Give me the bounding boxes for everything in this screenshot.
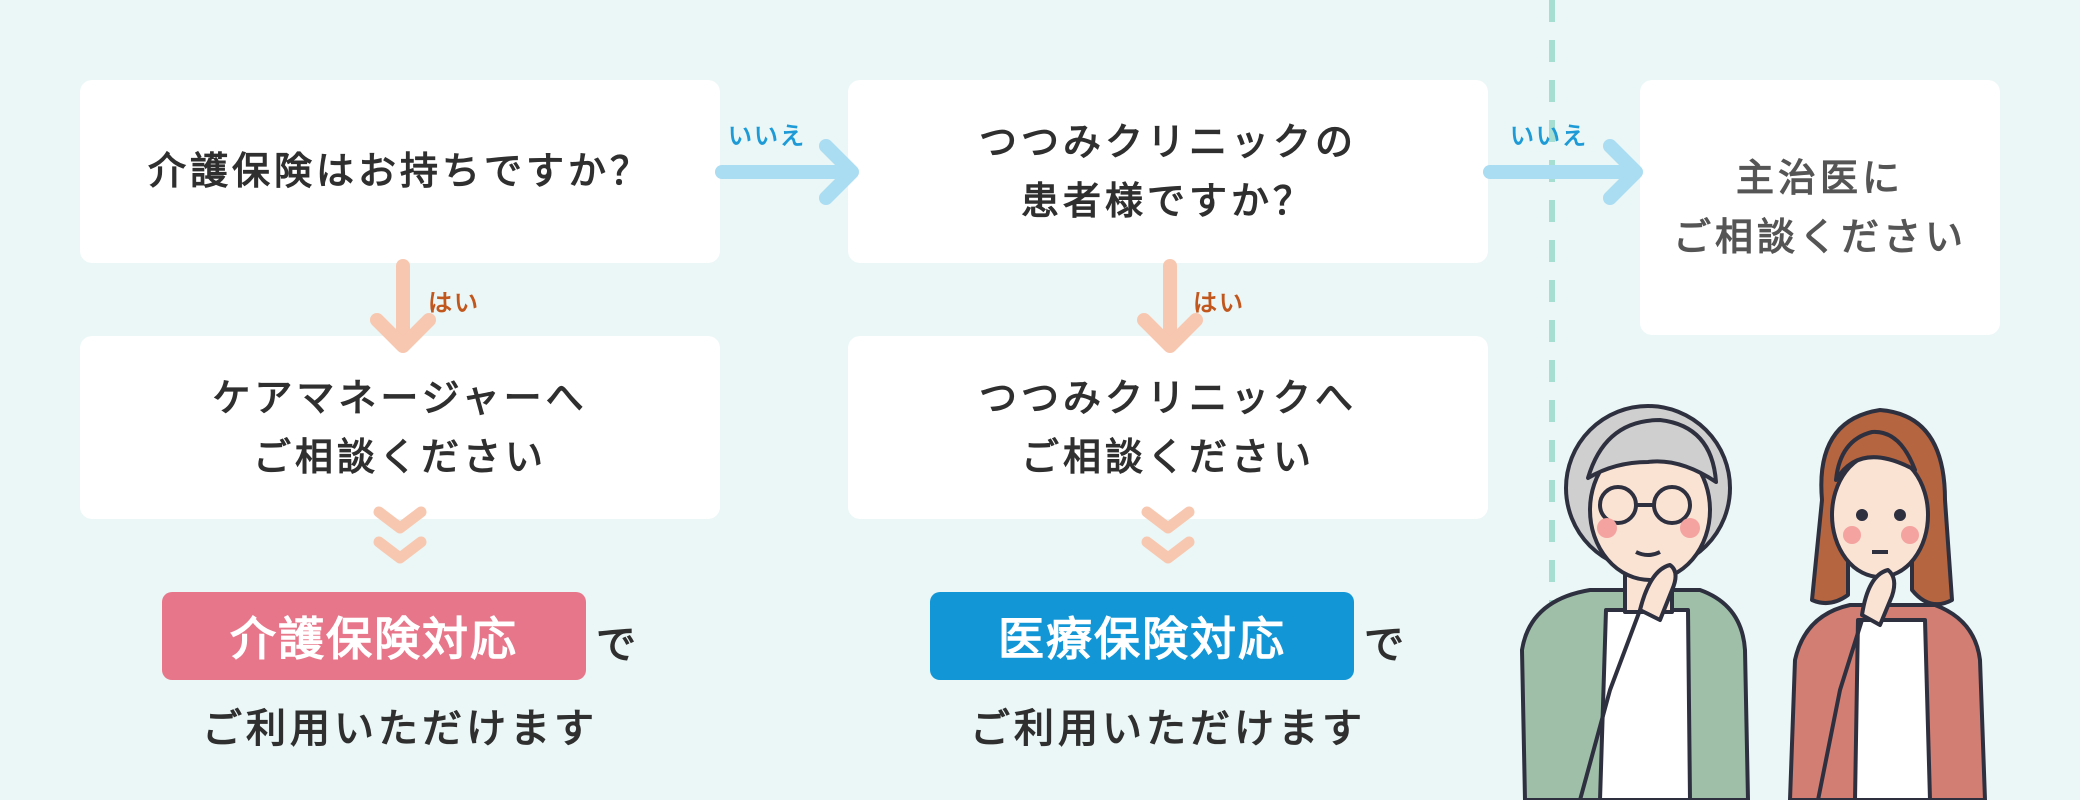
result-consult-doctor-line1: 主治医に (1735, 155, 1904, 200)
yes-label-2: はい (1193, 289, 1245, 317)
medical-insurance-badge: 医療保険対応 (930, 592, 1354, 680)
young-woman-illustration (1788, 408, 1987, 800)
question-clinic-patient-line1: つつみクリニックの (978, 119, 1357, 164)
result-care-manager-line1: ケアマネージャーへ (212, 375, 588, 420)
yes-arrow-2 (1137, 259, 1203, 353)
result-care-manager: ケアマネージャーへ ご相談ください (80, 336, 720, 519)
chevron-down-icon (1141, 506, 1195, 564)
care-suffix: で (596, 622, 636, 668)
question-clinic-patient-line2: 患者様ですか？ (1020, 178, 1315, 223)
yes-label-1: はい (428, 289, 480, 317)
question-care-insurance: 介護保険はお持ちですか？ (80, 80, 720, 263)
question-care-insurance-text: 介護保険はお持ちですか？ (147, 149, 652, 194)
result-consult-clinic-line1: つつみクリニックへ (978, 375, 1357, 420)
no-label-1: いいえ (728, 122, 806, 150)
care-insurance-badge: 介護保険対応 (162, 592, 586, 680)
medical-usable-text: ご利用いただけます (970, 706, 1366, 752)
result-care-manager-line2: ご相談ください (252, 434, 547, 479)
medical-suffix: で (1364, 622, 1404, 668)
question-clinic-patient: つつみクリニックの 患者様ですか？ (848, 80, 1488, 263)
result-consult-clinic-line2: ご相談ください (1020, 434, 1315, 479)
care-usable-text: ご利用いただけます (202, 706, 598, 752)
result-consult-clinic: つつみクリニックへ ご相談ください (848, 336, 1488, 519)
no-arrow-2 (1483, 139, 1643, 205)
result-consult-doctor-line2: ご相談ください (1672, 214, 1967, 259)
elderly-woman-illustration (1520, 404, 1750, 800)
yes-arrow-1 (370, 259, 436, 353)
no-label-2: いいえ (1510, 122, 1588, 150)
result-consult-doctor: 主治医に ご相談ください (1640, 80, 2000, 335)
no-arrow-1 (715, 139, 859, 205)
chevron-down-icon (373, 506, 427, 564)
